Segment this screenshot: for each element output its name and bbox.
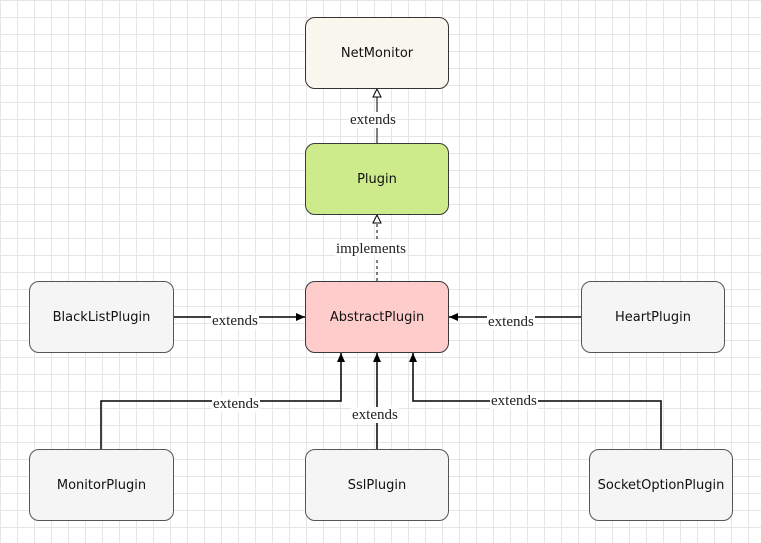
edge-label-plugin-netmonitor: extends: [349, 112, 397, 128]
monitor-plugin-node[interactable]: MonitorPlugin: [29, 449, 174, 521]
abstract-plugin-label: AbstractPlugin: [329, 309, 425, 325]
edge-label-monitor-abstract: extends: [212, 396, 260, 412]
netmonitor-label: NetMonitor: [340, 45, 414, 61]
socket-option-plugin-node[interactable]: SocketOptionPlugin: [589, 449, 733, 521]
edge-label-abstract-plugin: implements: [335, 241, 407, 257]
blacklist-plugin-node[interactable]: BlackListPlugin: [29, 281, 174, 353]
heart-plugin-node[interactable]: HeartPlugin: [581, 281, 725, 353]
blacklist-plugin-label: BlackListPlugin: [52, 309, 151, 325]
abstract-plugin-node[interactable]: AbstractPlugin: [305, 281, 449, 353]
ssl-plugin-label: SslPlugin: [347, 477, 407, 493]
netmonitor-node[interactable]: NetMonitor: [305, 17, 449, 89]
socket-option-plugin-label: SocketOptionPlugin: [597, 477, 725, 493]
ssl-plugin-node[interactable]: SslPlugin: [305, 449, 449, 521]
plugin-node[interactable]: Plugin: [305, 143, 449, 215]
monitor-plugin-label: MonitorPlugin: [56, 477, 147, 493]
edge-label-ssl-abstract: extends: [351, 407, 399, 423]
heart-plugin-label: HeartPlugin: [615, 309, 691, 325]
edge-label-heart-abstract: extends: [487, 314, 535, 330]
plugin-label: Plugin: [357, 171, 397, 187]
edge-label-socket-abstract: extends: [490, 393, 538, 409]
edge-label-blacklist-abstract: extends: [211, 313, 259, 329]
